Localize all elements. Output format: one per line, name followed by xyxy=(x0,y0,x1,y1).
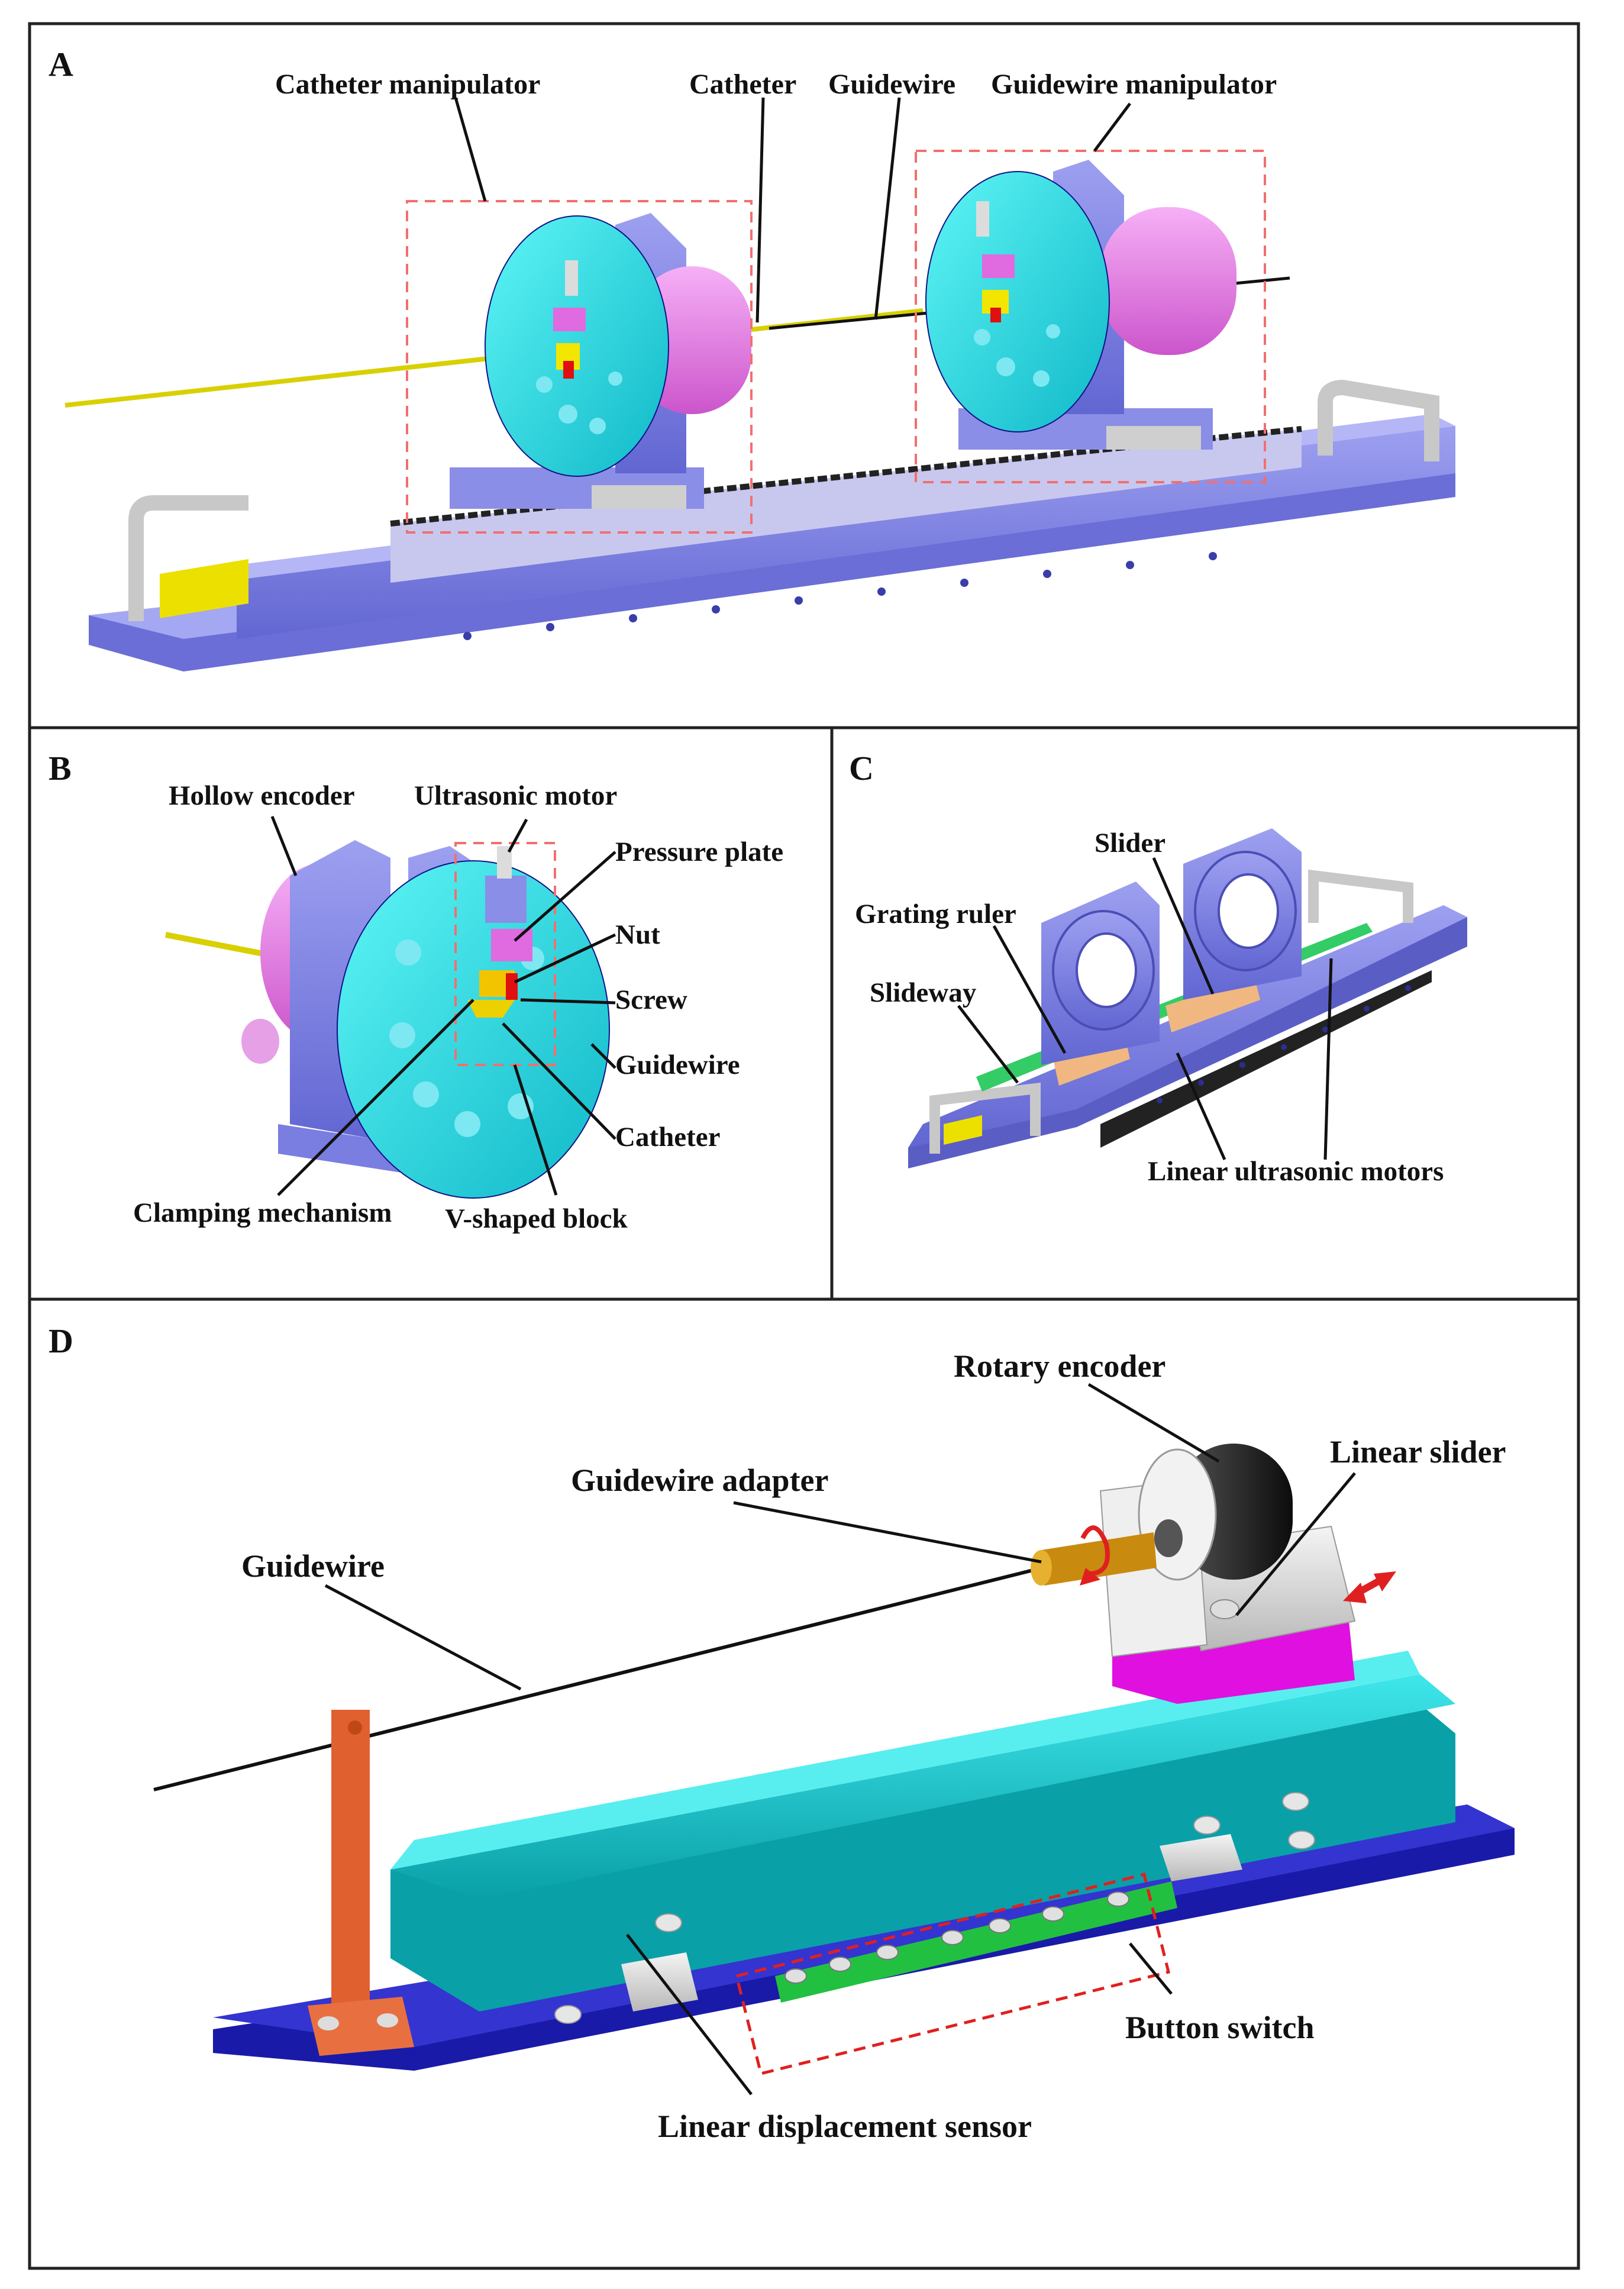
panel-a-base xyxy=(89,379,1455,671)
motor-c-left xyxy=(1041,882,1160,1065)
slide-direction-arrow-icon xyxy=(1343,1571,1396,1603)
panel-b: B Ho xyxy=(49,749,783,1234)
panel-a: A xyxy=(49,45,1455,671)
guidewire-manipulator-a xyxy=(925,160,1236,450)
catheter-line-b xyxy=(165,932,273,958)
label-v-shaped-block: V-shaped block xyxy=(445,1203,628,1234)
catheter-manipulator-a xyxy=(450,213,751,509)
motor-c-right xyxy=(1183,828,1302,1000)
leader-catheter-manipulator xyxy=(454,97,487,202)
leader-button-switch xyxy=(1129,1942,1173,1995)
leader-guidewire-b xyxy=(590,1043,616,1069)
label-linear-displacement-sensor: Linear displacement sensor xyxy=(658,2109,1032,2144)
label-screw: Screw xyxy=(615,984,687,1015)
button-switch-box xyxy=(734,1872,1171,2075)
panel-c: C xyxy=(849,749,1467,1187)
button-switch-board xyxy=(775,1881,1177,2003)
label-pressure-plate: Pressure plate xyxy=(615,837,783,867)
leader-hollow-encoder xyxy=(270,816,298,876)
panel-a-letter: A xyxy=(49,45,73,83)
label-catheter-manipulator: Catheter manipulator xyxy=(275,69,540,100)
label-guidewire-d: Guidewire xyxy=(241,1548,385,1584)
guidewire-manipulator-box xyxy=(915,150,1266,483)
disc-b xyxy=(337,860,610,1199)
label-rotary-encoder: Rotary encoder xyxy=(954,1348,1165,1384)
label-guidewire: Guidewire xyxy=(828,69,955,100)
label-nut: Nut xyxy=(615,919,660,950)
leader-nut xyxy=(514,933,616,984)
handle-c-left-icon xyxy=(929,1082,1041,1154)
label-ultrasonic-motor: Ultrasonic motor xyxy=(414,780,617,811)
guidewire-line-d xyxy=(153,1565,1048,1791)
guidewire-adapter-d xyxy=(1031,1525,1157,1586)
panel-d: D xyxy=(49,1322,1515,2144)
panel-c-letter: C xyxy=(849,749,874,787)
leader-catheter xyxy=(756,97,765,323)
label-linear-ultrasonic-motors: Linear ultrasonic motors xyxy=(1148,1156,1444,1187)
rotary-encoder-d xyxy=(1138,1444,1293,1581)
leader-rotary-encoder xyxy=(1087,1383,1220,1463)
leader-linear-slider xyxy=(1235,1472,1356,1616)
leader-guidewire-adapter xyxy=(733,1501,1042,1564)
leader-guidewire-manipulator xyxy=(1093,102,1131,152)
leader-lum-1 xyxy=(1176,1052,1226,1161)
label-slideway: Slideway xyxy=(870,977,977,1008)
label-catheter: Catheter xyxy=(689,69,796,100)
leader-guidewire-d xyxy=(324,1584,522,1691)
label-clamping-mechanism: Clamping mechanism xyxy=(133,1197,392,1228)
leader-clamping xyxy=(277,999,474,1196)
leader-lum-2 xyxy=(1323,958,1333,1160)
leader-grating-ruler xyxy=(992,925,1067,1054)
grating-ruler-c xyxy=(1100,970,1432,1148)
label-slider: Slider xyxy=(1094,828,1165,858)
leader-linear-displacement-sensor xyxy=(626,1933,753,2096)
panel-d-frame xyxy=(28,1297,1580,2270)
label-grating-ruler: Grating ruler xyxy=(855,899,1016,929)
leader-guidewire xyxy=(874,97,901,320)
leader-slideway xyxy=(957,1005,1019,1084)
label-hollow-encoder: Hollow encoder xyxy=(169,780,355,811)
handle-right-icon xyxy=(1318,379,1439,461)
label-button-switch: Button switch xyxy=(1125,2010,1315,2045)
label-guidewire-manipulator: Guidewire manipulator xyxy=(991,69,1277,100)
rotation-arrow-icon xyxy=(1080,1525,1110,1576)
handle-left-icon xyxy=(128,495,248,621)
leader-slider xyxy=(1152,857,1215,995)
panel-d-letter: D xyxy=(49,1322,73,1360)
label-guidewire-b: Guidewire xyxy=(615,1050,740,1080)
leader-screw xyxy=(520,998,616,1005)
label-guidewire-adapter: Guidewire adapter xyxy=(571,1462,828,1498)
leader-catheter-b xyxy=(502,1022,616,1140)
handle-c-right-icon xyxy=(1308,869,1413,923)
post-d xyxy=(308,1710,414,2056)
screw-heads-d xyxy=(554,1792,1315,2024)
rail-d xyxy=(390,1651,1455,2012)
leader-ultrasonic-motor xyxy=(507,818,528,853)
label-catheter-b: Catheter xyxy=(615,1122,720,1152)
label-linear-slider: Linear slider xyxy=(1330,1434,1506,1470)
leader-v-block xyxy=(513,1064,558,1196)
panel-b-letter: B xyxy=(49,749,72,787)
leader-pressure-plate xyxy=(514,851,616,942)
